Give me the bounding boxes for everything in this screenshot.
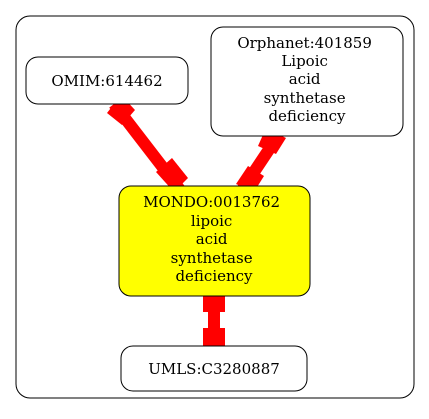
node-umls-box	[120, 345, 308, 392]
node-orphanet-line-4: deficiency	[268, 107, 346, 125]
node-omim: OMIM:614462	[25, 56, 189, 105]
node-mondo-line-2: acid	[196, 230, 228, 248]
node-mondo-label: MONDO:0013762 lipoic acid synthetase def…	[143, 193, 285, 285]
node-mondo-line-1: lipoic	[191, 212, 232, 230]
node-mondo-line-4: deficiency	[175, 267, 253, 285]
node-orphanet: Orphanet:401859 Lipoic acid synthetase d…	[210, 26, 404, 137]
node-mondo-line-3: synthetase	[171, 249, 253, 267]
node-orphanet-line-1: Lipoic	[281, 52, 328, 70]
node-umls-label: UMLS:C3280887	[148, 360, 280, 378]
node-orphanet-box	[210, 26, 404, 137]
node-mondo: MONDO:0013762 lipoic acid synthetase def…	[118, 185, 311, 297]
node-mondo-line-0: MONDO:0013762	[143, 193, 280, 211]
node-omim-line-0: OMIM:614462	[51, 72, 162, 90]
node-mondo-box	[118, 185, 311, 297]
node-omim-label: OMIM:614462	[51, 72, 162, 90]
node-orphanet-line-2: acid	[289, 70, 321, 88]
node-umls: UMLS:C3280887	[120, 345, 308, 392]
node-umls-line-0: UMLS:C3280887	[148, 360, 280, 378]
edge-mondo-to-umls	[203, 292, 225, 348]
node-orphanet-line-3: synthetase	[264, 89, 346, 107]
node-omim-box	[25, 56, 189, 105]
node-orphanet-label: Orphanet:401859 Lipoic acid synthetase d…	[237, 34, 376, 125]
node-orphanet-line-0: Orphanet:401859	[237, 34, 372, 52]
